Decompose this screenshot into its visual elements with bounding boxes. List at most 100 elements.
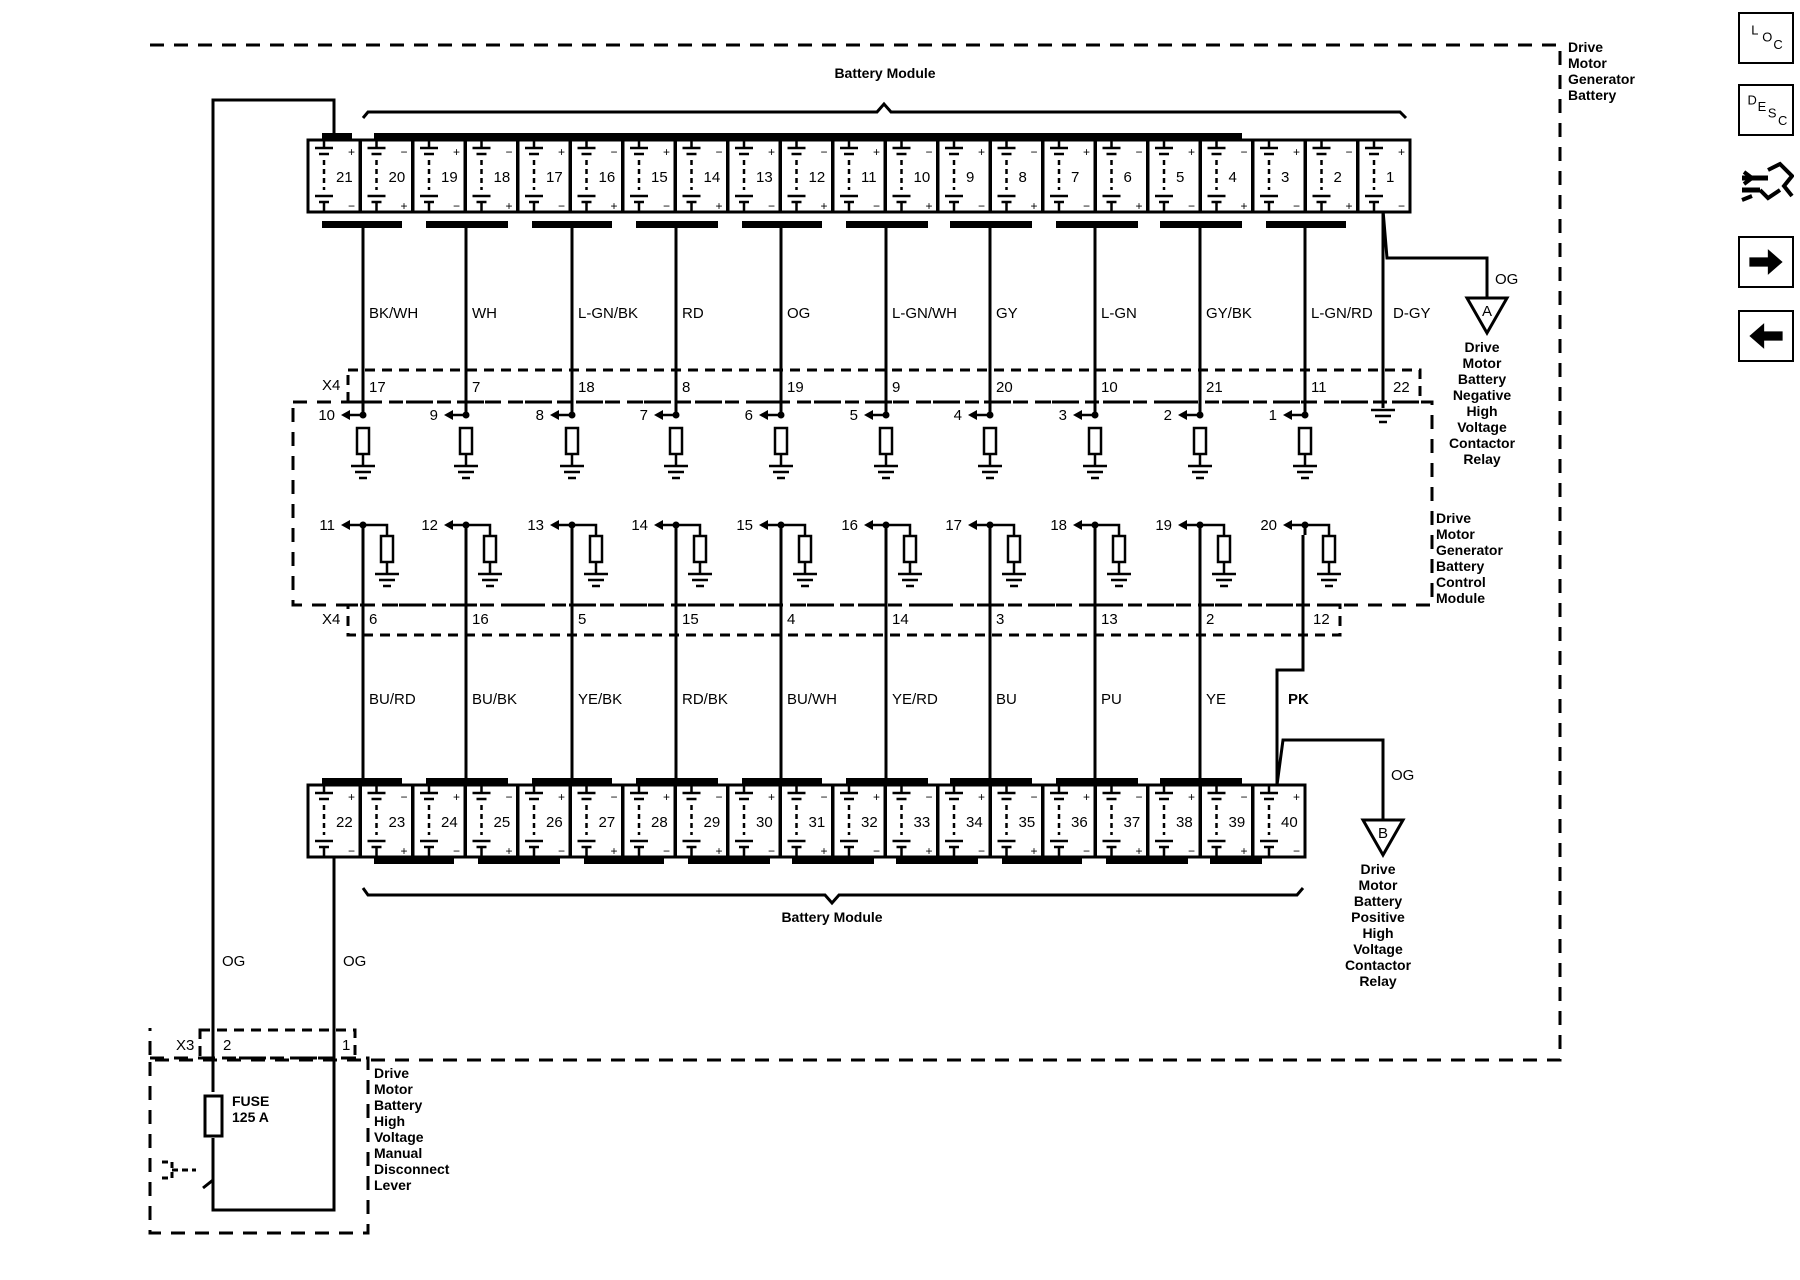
arrow-left-icon (968, 410, 977, 420)
battery-cell: 10−+ (884, 138, 939, 214)
cell-body (569, 138, 624, 214)
cell-body (1199, 783, 1254, 859)
cell-body (516, 138, 572, 214)
cell-symbol-top (1260, 140, 1278, 156)
cell-polarity: − (348, 844, 355, 858)
ground-symbol (688, 562, 712, 588)
cell-polarity: − (453, 199, 460, 213)
battery-cell: 6−+ (1094, 138, 1149, 214)
cell-polarity: − (663, 844, 670, 858)
connector-pin: 14 (892, 611, 909, 628)
cell-number: 4 (1229, 169, 1237, 186)
resistor-symbol (588, 534, 604, 564)
cell-number: 21 (336, 169, 353, 186)
cell-symbol-top (1207, 140, 1226, 156)
cell-polarity: − (978, 199, 985, 213)
cell-body (726, 138, 782, 214)
disconnect-lever-symbol (162, 1160, 196, 1180)
cell-symbol-bottom (1155, 194, 1173, 212)
bus-bar (532, 133, 612, 140)
resistor-lead (1200, 523, 1226, 536)
relay-b-wire-color: OG (1391, 767, 1414, 784)
arrow-left-icon (1283, 520, 1292, 530)
battery-cell: 33−+ (884, 783, 939, 859)
cell-polarity: − (611, 790, 618, 804)
cell-symbol-top (1155, 785, 1173, 801)
battery-cell: 27−+ (569, 783, 624, 859)
x4-bottom-label: X4 (322, 611, 340, 628)
next-button[interactable] (1738, 236, 1794, 288)
cell-symbol-top (630, 140, 648, 156)
resistor-lead (466, 523, 492, 536)
cell-symbol-bottom (997, 194, 1016, 212)
bus-bar (532, 778, 612, 785)
cell-polarity: + (1136, 844, 1143, 858)
ground-symbol (978, 454, 1002, 480)
cell-number: 25 (494, 814, 511, 831)
cell-symbol-top (1155, 140, 1173, 156)
hv-loop-wire (211, 98, 336, 1092)
cell-symbol-top (525, 140, 543, 156)
battery-cell: 34+− (936, 783, 992, 859)
cell-body (779, 138, 834, 214)
wire-color-label: YE/RD (892, 691, 938, 708)
cell-polarity: − (1293, 199, 1300, 213)
battery-cell: 40+− (1251, 783, 1307, 859)
module-terminal: 10 (318, 407, 335, 424)
cell-symbol-bottom (735, 839, 753, 857)
cell-symbol-top (577, 140, 596, 156)
cell-polarity: + (821, 199, 828, 213)
resistor-symbol (982, 426, 998, 456)
cell-polarity: − (663, 199, 670, 213)
bus-bar (1056, 221, 1138, 228)
cell-polarity: − (768, 844, 775, 858)
cell-symbol-top (1102, 140, 1121, 156)
cell-symbol-bottom (1102, 839, 1121, 857)
module-terminal: 3 (1059, 407, 1067, 424)
cell-polarity: + (453, 145, 460, 159)
cell-symbol-bottom (315, 194, 333, 212)
arrow-right-icon (1749, 249, 1783, 275)
ground-symbol (1083, 454, 1107, 480)
resistor-symbol (1297, 426, 1313, 456)
resistor-symbol (692, 534, 708, 564)
resistor-symbol (355, 426, 371, 456)
cell-symbol-bottom (630, 839, 648, 857)
arrow-left-icon (444, 410, 453, 420)
cell-symbol-bottom (525, 194, 543, 212)
bus-bar (584, 133, 664, 140)
fuse-symbol (203, 1094, 224, 1138)
cell-polarity: − (716, 145, 723, 159)
connector-pin: 5 (578, 611, 586, 628)
battery-cell: 20−+ (359, 138, 414, 214)
bus-bar (374, 857, 454, 864)
battery-cell: 30+− (726, 783, 782, 859)
cell-symbol-top (735, 140, 753, 156)
bus-bar (688, 133, 770, 140)
bus-bar (1160, 221, 1242, 228)
cell-polarity: − (1241, 145, 1248, 159)
cell-number: 8 (1019, 169, 1027, 186)
connector-pin: 2 (1206, 611, 1214, 628)
cell-polarity: + (611, 199, 618, 213)
cell-polarity: − (926, 145, 933, 159)
resistor-symbol (1192, 426, 1208, 456)
bus-bar (792, 133, 874, 140)
arrow-left-icon (550, 520, 559, 530)
arrow-left-icon (341, 520, 350, 530)
battery-cell: 15+− (621, 138, 677, 214)
ground-symbol (1212, 562, 1236, 588)
arrow-left-icon (1073, 520, 1082, 530)
connector-view-button[interactable] (1738, 156, 1794, 208)
cell-symbol-top (367, 785, 386, 801)
previous-button[interactable] (1738, 310, 1794, 362)
ground-symbol (874, 454, 898, 480)
cell-body (306, 783, 362, 859)
bus-bar (688, 857, 770, 864)
left-wire-color-b: OG (343, 953, 366, 970)
